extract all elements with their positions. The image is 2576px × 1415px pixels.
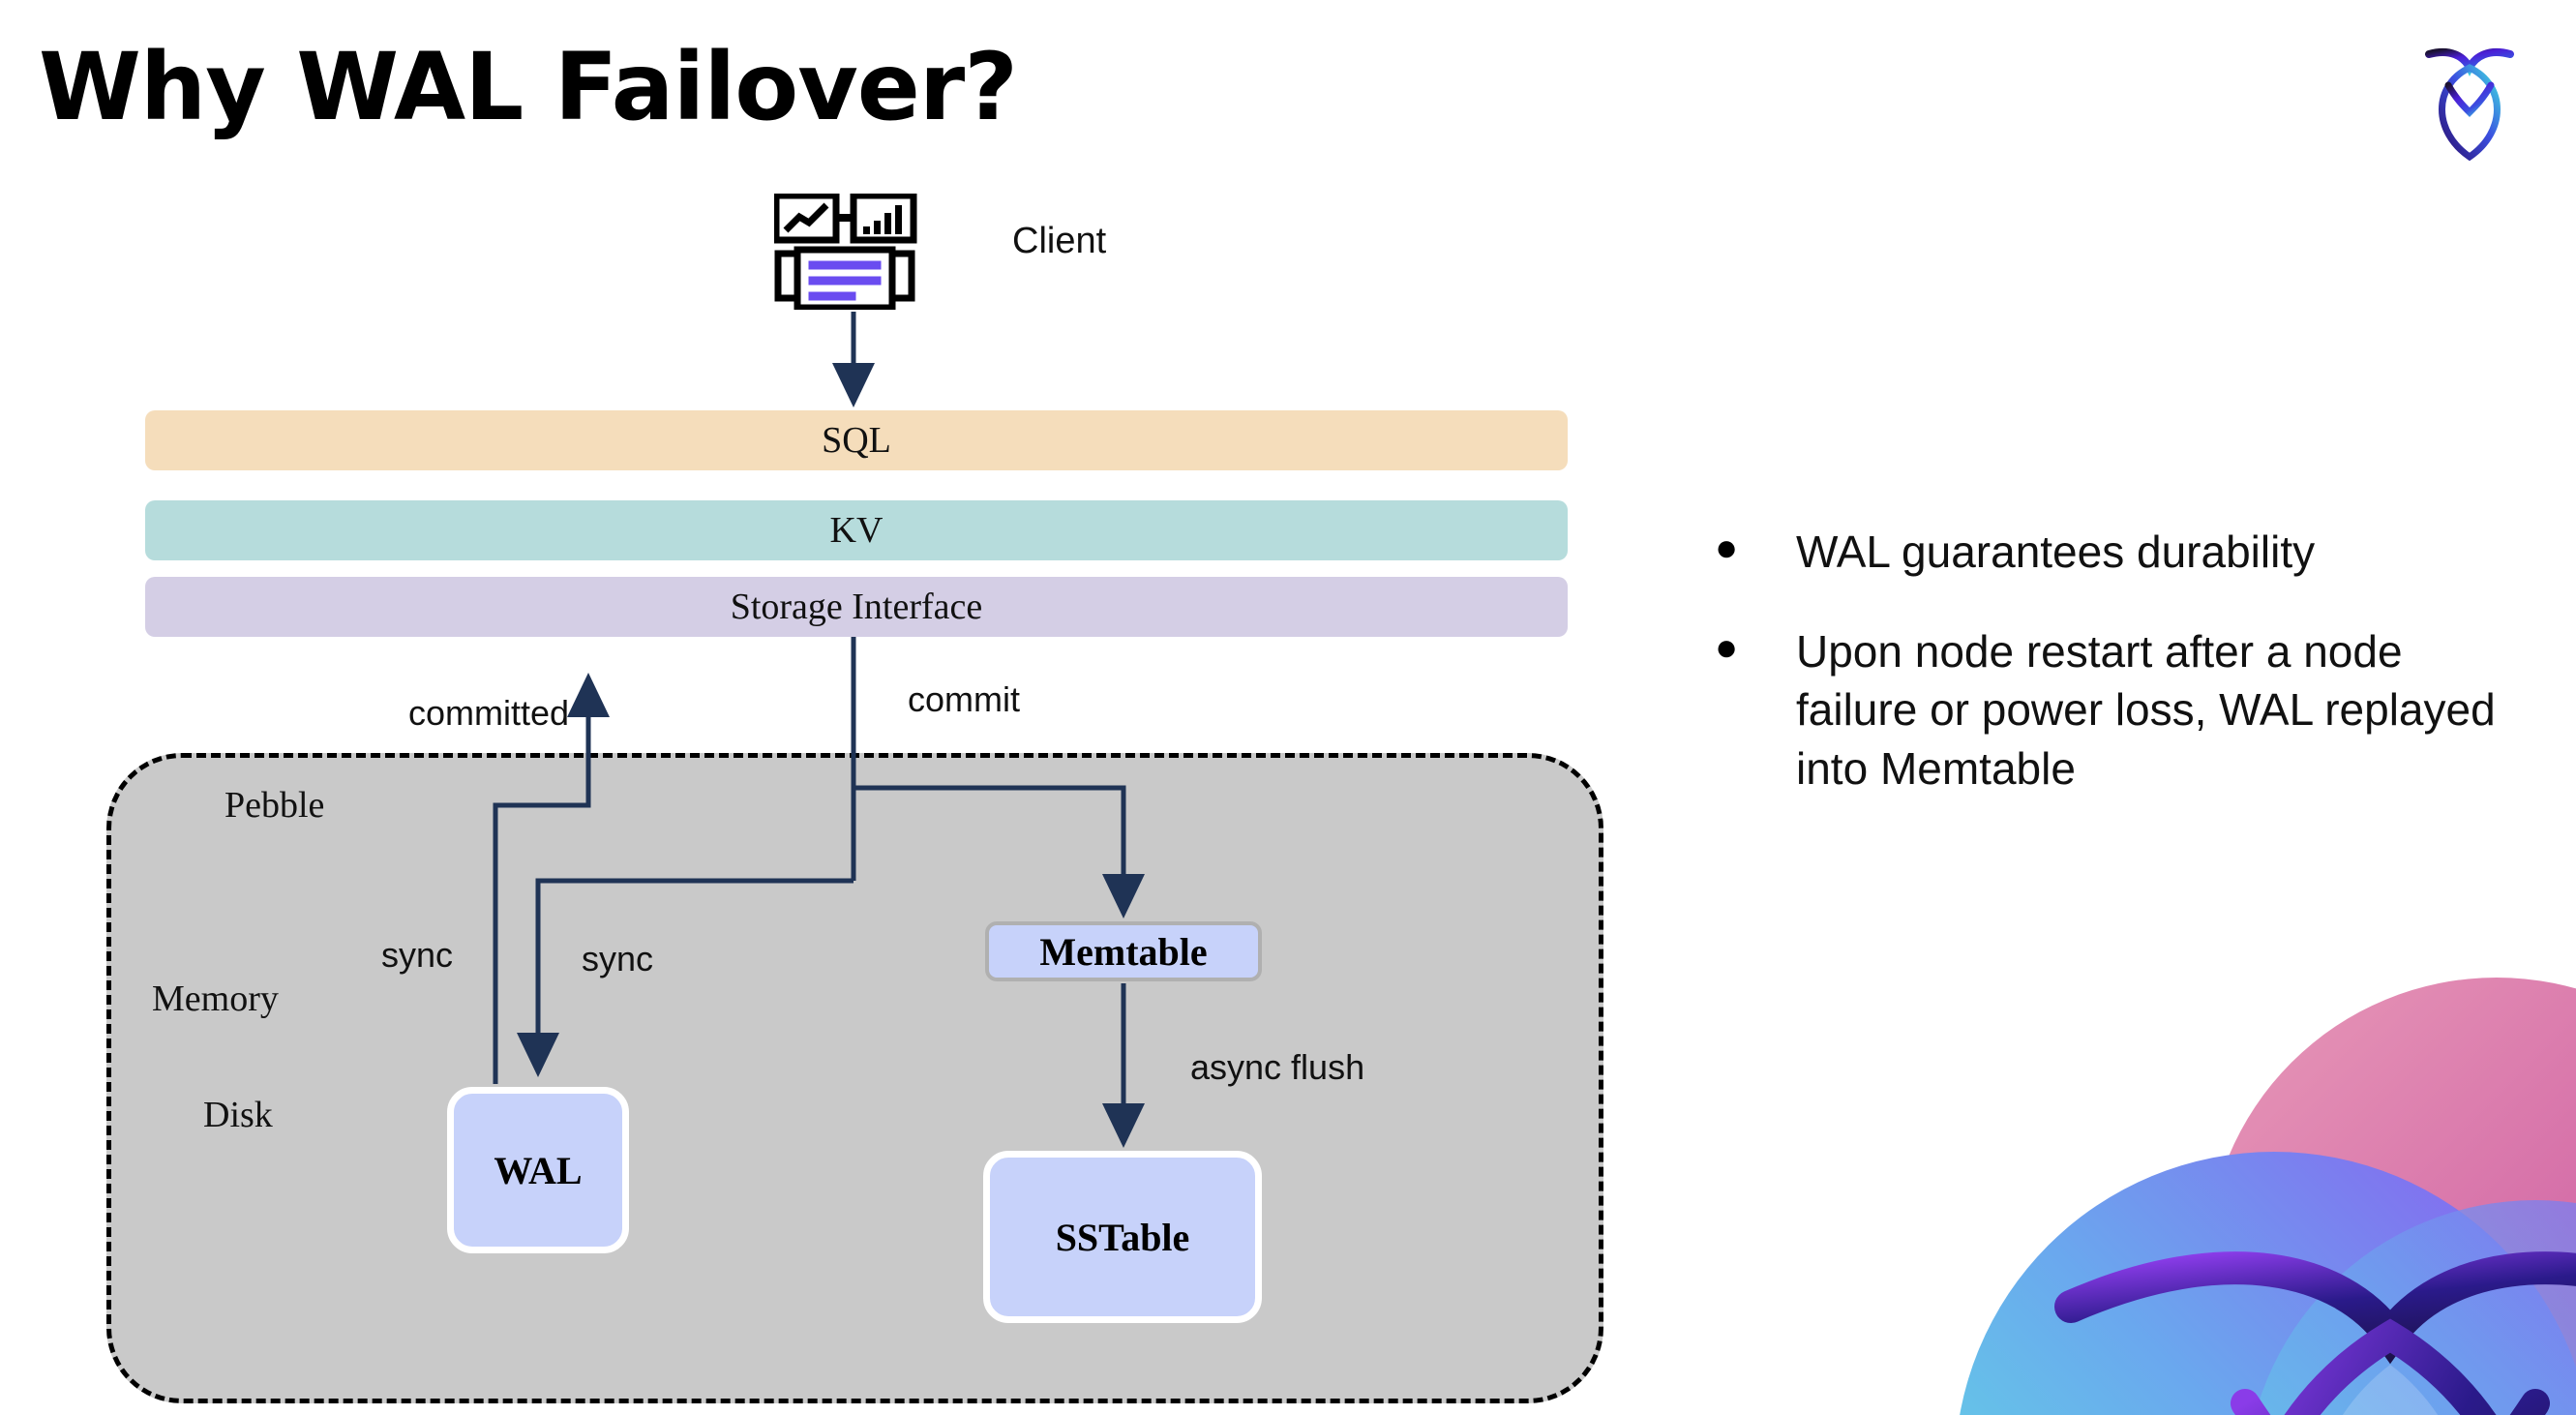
bullet-text: Upon node restart after a node failure o…	[1796, 625, 2496, 795]
disk-label: Disk	[203, 1095, 273, 1135]
edge-label-committed: committed	[408, 693, 570, 733]
node-memtable: Memtable	[985, 921, 1262, 981]
client-dashboard-icon	[772, 192, 929, 312]
page-title: Why WAL Failover?	[39, 33, 1018, 141]
client-label: Client	[1012, 221, 1107, 261]
bullet-text: WAL guarantees durability	[1796, 527, 2316, 577]
node-label-sstable: SSTable	[1055, 1215, 1190, 1259]
edge-label-sync-left: sync	[381, 935, 454, 975]
layer-label-kv: KV	[829, 510, 884, 551]
layer-bar-kv: KV	[145, 500, 1568, 560]
cockroachdb-logo	[2411, 35, 2528, 170]
list-item: ● Upon node restart after a node failure…	[1703, 622, 2506, 798]
edge-label-async-flush: async flush	[1190, 1047, 1365, 1087]
pebble-label: Pebble	[225, 785, 325, 826]
memory-label: Memory	[152, 978, 279, 1019]
edge-label-sync-right: sync	[582, 939, 654, 978]
list-item: ● WAL guarantees durability	[1703, 523, 2506, 582]
bullet-list: ● WAL guarantees durability ● Upon node …	[1703, 523, 2506, 839]
node-wal: WAL	[447, 1087, 629, 1253]
layer-label-sql: SQL	[822, 420, 891, 461]
layer-bar-sql: SQL	[145, 410, 1568, 470]
edge-label-commit: commit	[908, 679, 1020, 719]
pebble-container	[106, 753, 1603, 1403]
layer-label-storage: Storage Interface	[730, 587, 983, 627]
bullet-marker: ●	[1715, 625, 1739, 669]
node-label-wal: WAL	[494, 1148, 583, 1192]
decorative-logo-watermark	[1955, 948, 2576, 1415]
bullet-marker: ●	[1715, 527, 1739, 569]
node-label-memtable: Memtable	[1039, 929, 1208, 974]
layer-bar-storage: Storage Interface	[145, 577, 1568, 637]
node-sstable: SSTable	[983, 1151, 1262, 1323]
